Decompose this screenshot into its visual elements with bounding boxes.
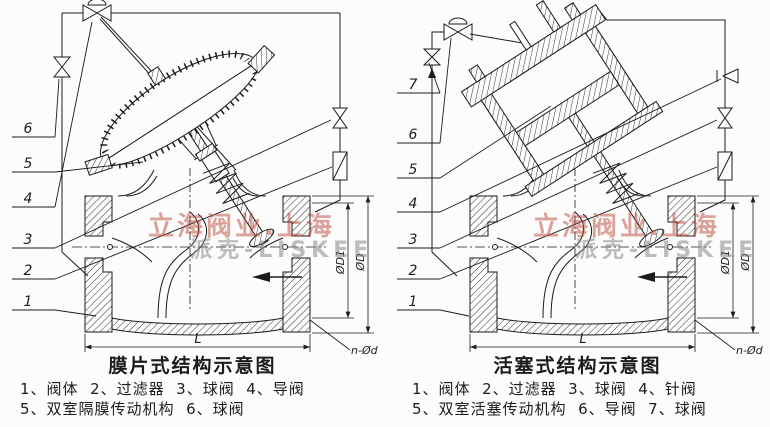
legend-right-line2: 5、双室活塞传动机构 6、导阀 7、球阀 (412, 400, 707, 418)
part-number-7: 7 (409, 77, 418, 93)
pilot-valve-symbol (443, 17, 473, 41)
dimension-d: ØD (312, 195, 374, 334)
outlet-passage (249, 237, 284, 259)
inlet-passage (111, 237, 153, 263)
valve-disc (639, 228, 665, 248)
piston-actuator (460, 0, 665, 248)
part-number-5: 5 (24, 156, 33, 172)
part-number-6: 6 (24, 121, 33, 137)
part-number-2: 2 (409, 263, 418, 279)
part-number-1: 1 (24, 294, 33, 310)
needle-valve-symbol (716, 68, 739, 84)
dim-label-d: ØD (354, 253, 367, 271)
ball-valve-symbol (332, 117, 348, 129)
legend-left-line2: 5、双室隔膜传动机构 6、球阀 (20, 400, 245, 418)
part-callouts-left: 6 5 4 3 2 1 (12, 21, 333, 317)
dim-label-length: L (194, 332, 201, 347)
flow-up-arrow-icon (428, 68, 436, 78)
caption-piston-type: 活塞式结构示意图 (493, 355, 662, 377)
dimension-length: L (84, 332, 311, 352)
legend-right-line1: 1、阀体 2、过滤器 3、球阀 4、针阀 (412, 380, 697, 398)
filter-symbol-diagonal (332, 151, 348, 181)
part-number-1: 1 (409, 294, 418, 310)
legend-left-line1: 1、阀体 2、过滤器 3、球阀 4、导阀 (20, 380, 305, 398)
part-number-3: 3 (24, 232, 33, 248)
impulse-line (469, 33, 529, 45)
part-number-3: 3 (409, 232, 418, 248)
part-number-4: 4 (409, 196, 418, 212)
spring (202, 162, 250, 204)
diaphragm-actuator (84, 44, 276, 248)
rim-bolt (84, 153, 113, 176)
body-bottom-wall (111, 317, 284, 336)
flange-left-bottom (84, 257, 113, 333)
flange-right-bottom (282, 257, 311, 333)
cap-stud (468, 64, 486, 83)
part-number-4: 4 (24, 191, 33, 207)
flange-left-top (84, 195, 113, 237)
part-callouts-right: 7 6 5 4 3 2 1 (397, 37, 722, 317)
seat-partition (157, 211, 199, 319)
flange-right-top (282, 195, 311, 237)
valve-disc (249, 228, 275, 248)
bonnet-left-wall-inner (125, 175, 158, 197)
tie-bolt (535, 0, 562, 33)
dim-label-holes: n-Ød (351, 344, 379, 355)
seat-partition-inner (165, 213, 207, 319)
outlet-sensing-pipe (314, 84, 348, 213)
impulse-line (100, 16, 156, 76)
part-number-2: 2 (24, 263, 33, 279)
top-stud (147, 66, 167, 86)
dimension-d1: ØD1 (312, 202, 354, 319)
valve-body: ØD1 ØD L n-Ød (72, 84, 379, 355)
indicator-rod (509, 20, 532, 51)
pilot-piping-right-diagram (422, 9, 739, 277)
ball-valve-symbol (422, 48, 442, 66)
rim-bolt (247, 44, 276, 74)
centerline-mark-right (282, 244, 288, 250)
caption-diaphragm-type: 膜片式结构示意图 (108, 355, 277, 377)
ball-valve-symbol (332, 107, 348, 119)
dimension-bolt-holes: n-Ød (309, 319, 379, 355)
piston-diagram-svg: 7 6 5 4 3 2 1 (397, 0, 770, 355)
bonnet-right-wall (233, 169, 267, 197)
ball-valve-symbol (52, 56, 72, 78)
part-number-6: 6 (409, 127, 418, 143)
pilot-valve-symbol (82, 0, 112, 22)
bonnet-right-wall-inner (232, 177, 259, 197)
bonnet-left-wall (117, 169, 155, 197)
diaphragm-diagram-svg: ØD1 ØD L n-Ød (12, 0, 379, 355)
flow-arrow-icon (252, 272, 302, 282)
cap-stud (563, 2, 582, 21)
cylinder-base (524, 100, 664, 198)
dim-label-d1: ØD1 (334, 250, 347, 275)
part-number-5: 5 (409, 162, 418, 178)
centerline-mark-left (107, 244, 113, 250)
actuator-stem (184, 122, 270, 246)
